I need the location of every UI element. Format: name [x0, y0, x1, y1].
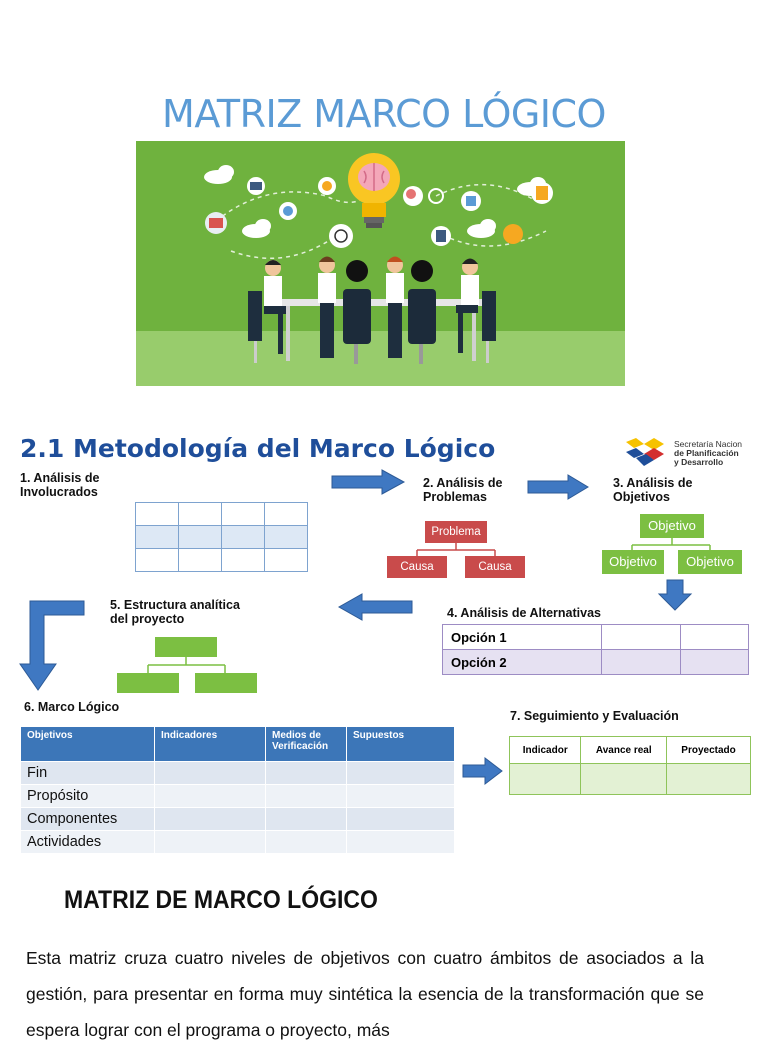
logo-line-1: Secretaría Nacion [674, 439, 743, 449]
alternative-2: Opción 2 [442, 649, 602, 675]
senplades-logo: Secretaría Nacion de Planificación y Des… [622, 436, 762, 468]
ml-row-proposito: Propósito [20, 784, 155, 808]
step-3-label: 3. Análisis de Objetivos [613, 476, 692, 504]
step-2-label: 2. Análisis de Problemas [423, 476, 502, 504]
step-6-label: 6. Marco Lógico [24, 700, 120, 714]
matrix-heading: MATRIZ DE MARCO LÓGICO [64, 886, 378, 914]
page-title: MATRIZ MARCO LÓGICO [162, 92, 606, 136]
step-7-label: 7. Seguimiento y Evaluación [510, 709, 679, 723]
ml-header-objetivos: Objetivos [20, 726, 155, 762]
step-5-line-2: del proyecto [110, 612, 185, 626]
step-3-line-2: Objetivos [613, 490, 670, 504]
cause-box-right: Causa [465, 556, 525, 578]
step-1-line-1: 1. Análisis de [20, 471, 100, 485]
ml-row-fin: Fin [20, 761, 155, 785]
arrow-down-icon [657, 579, 693, 611]
alternative-1: Opción 1 [442, 624, 602, 650]
marco-logico-table: Objetivos Indicadores Medios de Verifica… [20, 726, 455, 854]
arrow-right-icon [462, 756, 503, 786]
cause-box-left: Causa [387, 556, 447, 578]
problem-tree-connector [416, 543, 496, 557]
objective-box-left: Objetivo [602, 550, 664, 574]
step-2-line-2: Problemas [423, 490, 487, 504]
step-2-line-1: 2. Análisis de [423, 476, 503, 490]
objective-box: Objetivo [640, 514, 704, 538]
section-title: 2.1 Metodología del Marco Lógico [20, 434, 496, 463]
teamwork-illustration [136, 141, 625, 386]
seg-header-proyectado: Proyectado [666, 736, 751, 764]
step-1-line-2: Involucrados [20, 485, 98, 499]
arrow-right-icon [331, 469, 406, 495]
objective-tree-connector [631, 538, 711, 552]
arrow-left-icon [337, 593, 413, 621]
involucrados-grid [135, 502, 308, 572]
step-4-label: 4. Análisis de Alternativas [447, 606, 601, 620]
logo-line-3: y Desarrollo [674, 457, 724, 467]
ml-header-indicadores: Indicadores [154, 726, 266, 762]
step-3-line-1: 3. Análisis de [613, 476, 693, 490]
ml-header-medios: Medios de Verificación [265, 726, 347, 762]
seguimiento-table: Indicador Avance real Proyectado [508, 736, 751, 795]
objective-box-right: Objetivo [678, 550, 742, 574]
arrow-right-icon [527, 474, 589, 500]
problem-box: Problema [425, 521, 487, 543]
step-1-label: 1. Análisis de Involucrados [20, 471, 99, 499]
step-5-label: 5. Estructura analítica del proyecto [110, 598, 240, 626]
body-paragraph: Esta matriz cruza cuatro niveles de obje… [26, 948, 704, 1040]
ml-header-supuestos: Supuestos [346, 726, 455, 762]
ml-row-actividades: Actividades [20, 830, 155, 854]
arrow-bent-down-icon [19, 600, 85, 691]
seg-header-avance: Avance real [580, 736, 668, 764]
project-structure-tree [117, 637, 257, 693]
seg-header-indicador: Indicador [508, 736, 582, 764]
alternatives-table: Opción 1 Opción 2 [442, 624, 749, 675]
step-5-line-1: 5. Estructura analítica [110, 598, 240, 612]
logo-mark-icon [626, 438, 664, 466]
logo-line-2: de Planificación [674, 448, 739, 458]
ml-row-componentes: Componentes [20, 807, 155, 831]
